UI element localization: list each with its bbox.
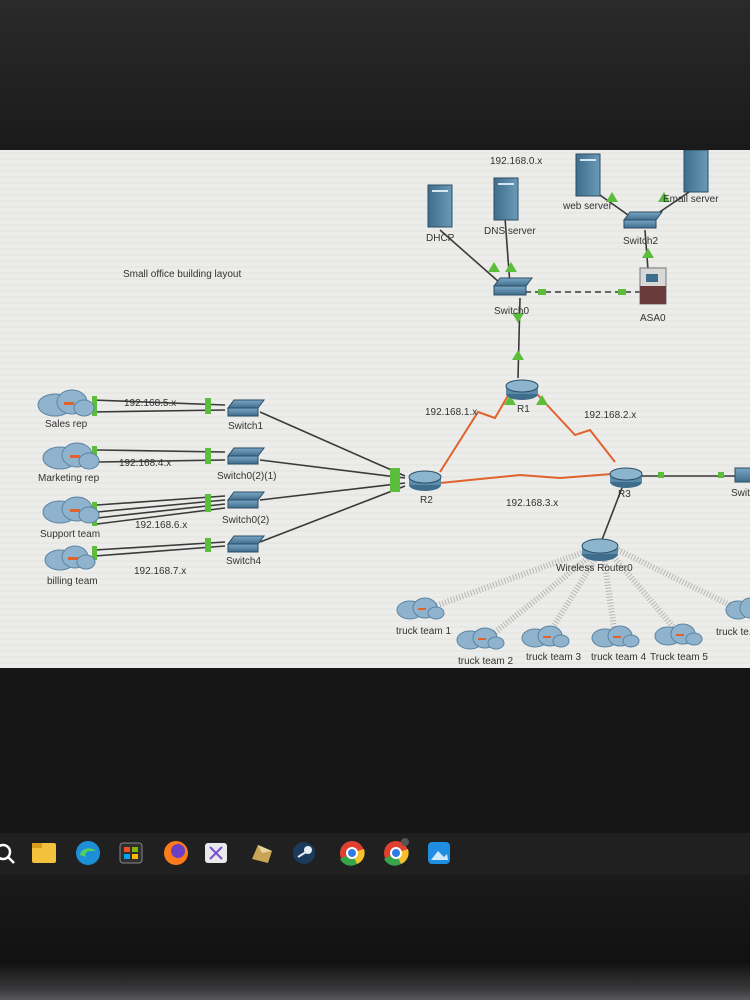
switch-icons: [227, 211, 750, 553]
subnet-label-top: 192.168.0.x: [490, 156, 542, 167]
subnet-label-sales: 192.168.5.x: [124, 398, 176, 409]
truck6-cloud-icon: [725, 597, 750, 620]
steam-icon[interactable]: [293, 842, 315, 864]
subnet-label-marketing: 192.168.4.x: [119, 458, 171, 469]
layout-title: Small office building layout: [123, 269, 241, 280]
switch4-icon: [227, 535, 265, 545]
truck3-label: truck team 3: [526, 652, 581, 663]
switch4-label: Switch4: [226, 556, 261, 567]
switch2-icon: [623, 211, 663, 221]
switch0-icon: [493, 277, 533, 287]
file-explorer-icon[interactable]: [32, 843, 56, 863]
r1-label: R1: [517, 404, 530, 415]
email-server-label: Email server: [663, 194, 719, 205]
store-icon[interactable]: [119, 842, 143, 864]
cloud-link-glyphs: [64, 402, 684, 640]
web-server-icon[interactable]: [575, 153, 601, 197]
subnet-label-billing: 192.168.7.x: [134, 566, 186, 577]
subnet-label-support: 192.168.6.x: [135, 520, 187, 531]
switch0-label: Switch0: [494, 306, 529, 317]
subnet-label-r2-r3: 192.168.3.x: [506, 498, 558, 509]
right-switch-icon: [734, 467, 750, 483]
taskbar-icons: [0, 838, 450, 866]
switch0-2-1-icon: [227, 447, 265, 457]
truck4-label: truck team 4: [591, 652, 646, 663]
firefox-icon[interactable]: [164, 841, 188, 865]
dns-label: DNS server: [484, 226, 536, 237]
truck3-cloud-icon: [521, 625, 570, 648]
serial-links: [439, 391, 616, 484]
switch0-2-1-label: Switch0(2)(1): [217, 471, 276, 482]
support-cloud-label: Support team: [40, 529, 100, 540]
edge-icon[interactable]: [76, 841, 100, 865]
truck1-label: truck team 1: [396, 626, 451, 637]
r3-label: R3: [618, 489, 631, 500]
r2-label: R2: [420, 495, 433, 506]
truck2-label: truck team 2: [458, 656, 513, 667]
switch0-2-icon: [227, 491, 265, 501]
switch2-label: Switch2: [623, 236, 658, 247]
dns-server-icon[interactable]: [493, 177, 519, 221]
router-r2-icon[interactable]: [408, 470, 442, 491]
network-topology-diagram: Small office building layout 192.168.0.x…: [0, 150, 750, 668]
asa-label: ASA0: [640, 313, 666, 324]
monitor-bezel-bottom: [0, 668, 750, 833]
subnet-label-r1-r3: 192.168.2.x: [584, 410, 636, 421]
router-r1-icon[interactable]: [505, 379, 539, 400]
packet-tracer-canvas[interactable]: Small office building layout 192.168.0.x…: [0, 150, 750, 668]
snipping-tool-icon[interactable]: [205, 843, 227, 863]
monitor-bezel-top: [0, 0, 750, 150]
switch1-icon: [227, 399, 265, 409]
truck6-label: truck te...: [716, 627, 750, 638]
chrome-profile-icon[interactable]: [384, 838, 409, 866]
asa-firewall-icon[interactable]: [639, 267, 667, 305]
switch1-label: Switch1: [228, 421, 263, 432]
dhcp-server-icon[interactable]: [427, 184, 453, 228]
dhcp-label: DHCP: [426, 233, 455, 244]
chrome-icon[interactable]: [340, 841, 365, 866]
wireless-links: [428, 547, 742, 641]
windows-taskbar: [0, 833, 750, 875]
email-server-icon[interactable]: [683, 150, 709, 193]
subnet-label-r1-r2: 192.168.1.x: [425, 407, 477, 418]
billing-cloud-label: billing team: [47, 576, 98, 587]
switch0-2-label: Switch0(2): [222, 515, 269, 526]
sales-cloud-label: Sales rep: [45, 419, 88, 430]
web-server-label: web server: [562, 201, 613, 212]
search-icon[interactable]: [0, 843, 15, 864]
app-icon[interactable]: [252, 845, 272, 863]
laptop-body: [0, 875, 750, 1000]
wireless-router-icon[interactable]: [581, 538, 619, 561]
truck5-label: Truck team 5: [650, 652, 708, 663]
right-switch-label: Swit: [731, 488, 750, 499]
marketing-cloud-label: Marketing rep: [38, 473, 100, 484]
wireless-router-label: Wireless Router0: [556, 563, 633, 574]
photos-icon[interactable]: [428, 842, 450, 864]
router-r3-icon[interactable]: [609, 467, 643, 488]
